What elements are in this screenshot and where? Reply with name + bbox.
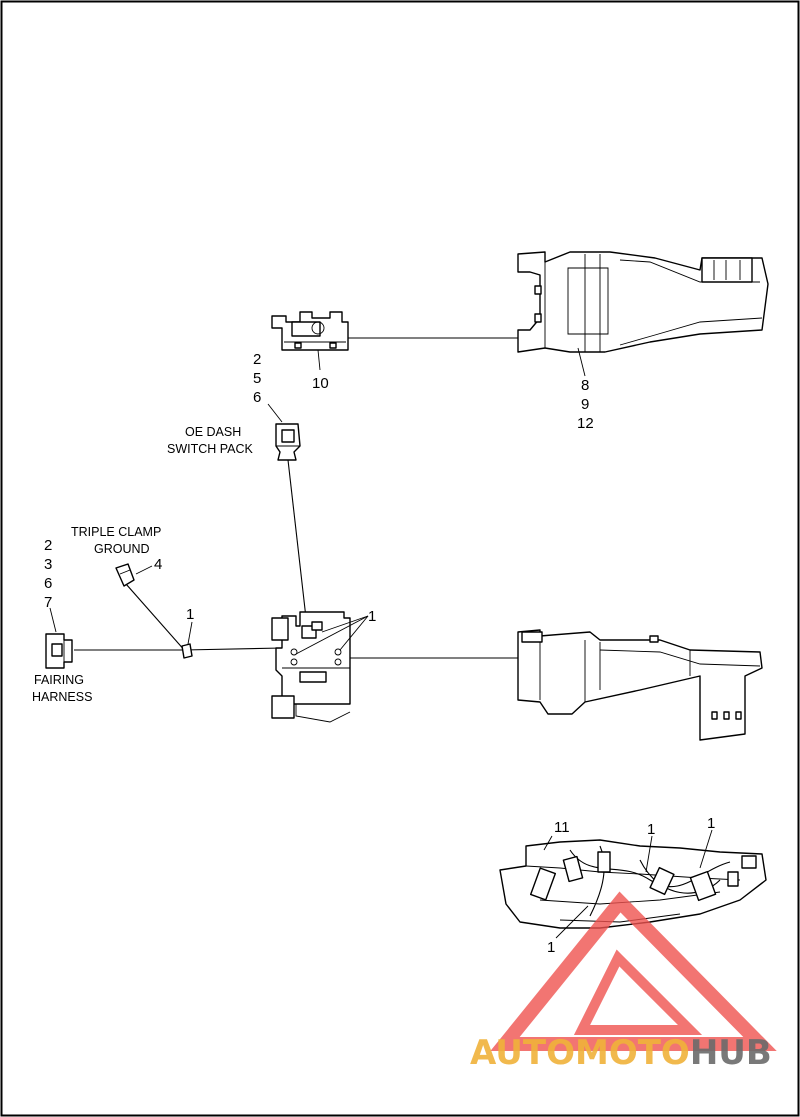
watermark-hub: HUB — [690, 1033, 772, 1073]
lower-bracket-part — [517, 629, 763, 741]
leader-8 — [577, 347, 586, 377]
callout-4: 4 — [154, 556, 162, 573]
connector-10-part — [271, 311, 349, 351]
watermark-auto: AUTO — [470, 1033, 575, 1073]
leader-1-c — [295, 615, 369, 655]
watermark-text: AUTOMOTOHUB — [470, 1033, 772, 1073]
callout-2-left: 2 — [44, 537, 52, 554]
watermark-moto: MOTO — [575, 1033, 690, 1073]
fairing-harness-connector — [45, 633, 73, 669]
wire-clamp-part — [181, 643, 193, 659]
callout-1-inset-b: 1 — [707, 815, 715, 832]
callout-8: 8 — [581, 377, 589, 394]
label-oe-dash-2: SWITCH PACK — [167, 442, 254, 456]
label-fairing-1: FAIRING — [34, 673, 84, 687]
main-junction-bracket — [271, 611, 351, 723]
leader-10 — [317, 349, 321, 371]
callout-3-left: 3 — [44, 556, 52, 573]
leader-1-clamp — [187, 621, 193, 645]
leader-1-a — [321, 615, 369, 633]
label-triple-clamp-2: GROUND — [94, 542, 150, 556]
inset-assembly-view — [499, 839, 767, 929]
callout-11: 11 — [554, 819, 570, 836]
leader-6-top — [267, 403, 283, 423]
callout-7-left: 7 — [44, 594, 52, 611]
label-fairing-2: HARNESS — [32, 690, 92, 704]
leader-4 — [135, 565, 153, 575]
callout-5-top: 5 — [253, 370, 261, 387]
wire-ground-to-clamp — [125, 583, 187, 653]
leader-1-b — [339, 615, 369, 651]
leader-1-inset-c — [555, 905, 589, 939]
oe-dash-switch-pack-connector — [275, 423, 301, 461]
callout-1-inset-c: 1 — [547, 939, 555, 956]
callout-12: 12 — [577, 415, 594, 432]
wire-fairing-to-junction — [74, 647, 283, 651]
label-triple-clamp-1: TRIPLE CLAMP — [71, 525, 161, 539]
watermark-logo — [490, 891, 777, 1051]
callout-1-inset-a: 1 — [647, 821, 655, 838]
leader-7-left — [49, 607, 57, 633]
callout-6-left: 6 — [44, 575, 52, 592]
leader-11 — [543, 835, 553, 851]
callout-6-top: 6 — [253, 389, 261, 406]
callout-2-top: 2 — [253, 351, 261, 368]
callout-9: 9 — [581, 396, 589, 413]
wire-switchpack-to-junction — [287, 459, 307, 619]
upper-bracket-part — [517, 251, 769, 353]
callout-1-cluster: 1 — [368, 608, 376, 625]
callout-10: 10 — [312, 375, 329, 392]
callout-1-clamp: 1 — [186, 606, 194, 623]
leader-1-inset-b — [699, 829, 713, 869]
leader-1-inset-a — [645, 835, 653, 873]
triple-clamp-ground-terminal — [115, 563, 135, 587]
label-oe-dash-1: OE DASH — [185, 425, 241, 439]
